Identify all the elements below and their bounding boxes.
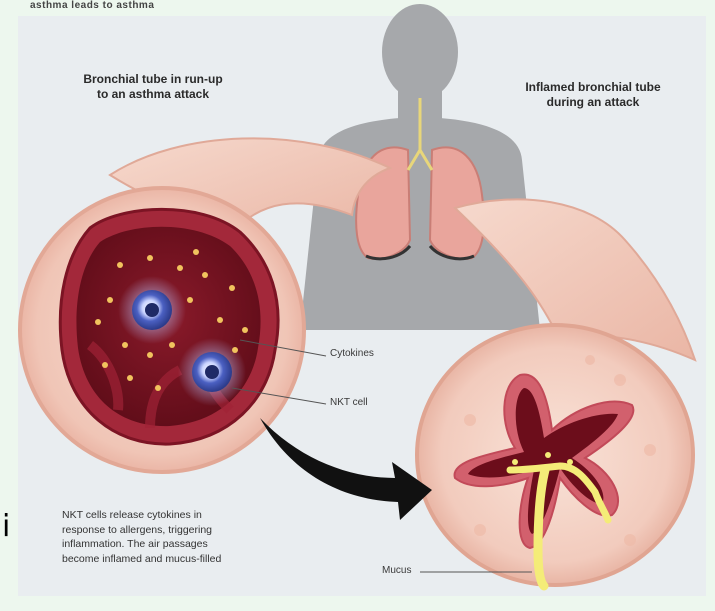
description-text: NKT cells release cytokines in response … (62, 508, 292, 567)
nkt-cell-label: NKT cell (330, 397, 368, 410)
right-bronchial-tube (417, 325, 693, 586)
right-heading: Inflamed bronchial tube during an attack (508, 80, 678, 110)
clipped-title: asthma leads to asthma (30, 0, 230, 13)
mucus-label: Mucus (382, 565, 411, 578)
cytokines-label: Cytokines (330, 348, 374, 361)
stray-glyph: i (2, 508, 10, 546)
left-heading: Bronchial tube in run-up to an asthma at… (58, 72, 248, 102)
left-bronchial-tube (20, 188, 304, 472)
